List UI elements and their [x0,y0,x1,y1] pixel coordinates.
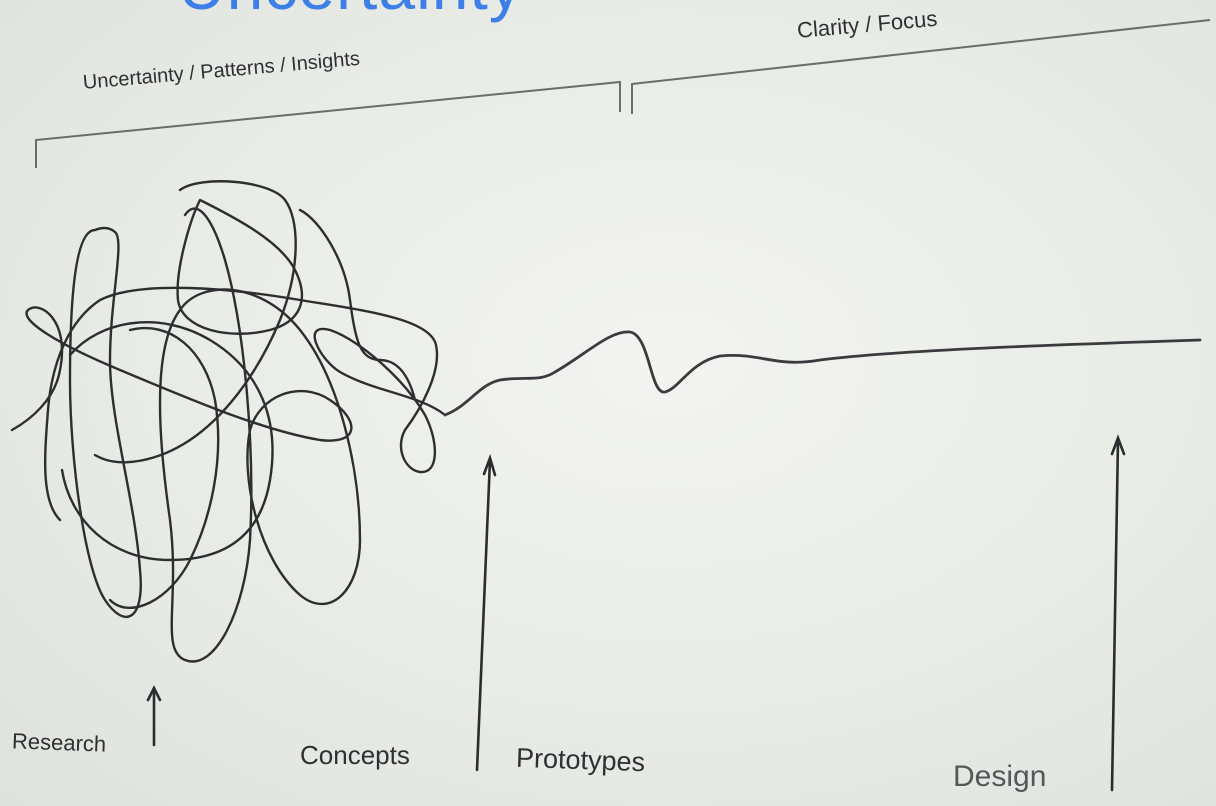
convergence-line [443,330,1202,417]
right-phase-bracket [631,19,1211,114]
left-phase-bracket [35,80,621,168]
slide-title: Uncertainty [178,0,523,24]
tangled-scribble [10,180,447,663]
research-arrow [146,685,162,747]
stage-label-prototypes: Prototypes [515,742,646,778]
stage-label-design: Design [953,760,1047,793]
stage-arrows [146,434,1126,792]
stage-label-concepts: Concepts [300,740,410,770]
design-arrow [1110,434,1126,792]
stage-label-research: Research [11,728,107,757]
prototypes-arrow [475,453,497,772]
